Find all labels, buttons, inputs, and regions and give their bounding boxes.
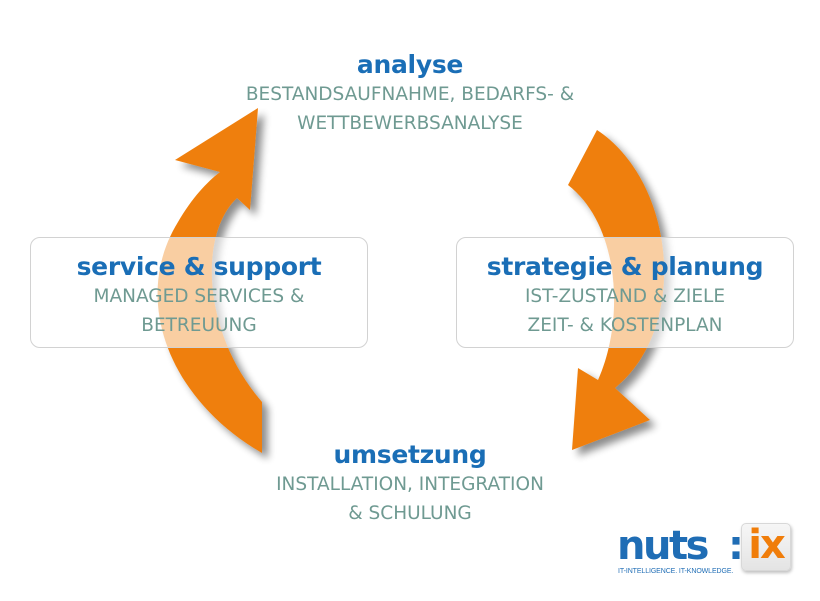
stage-description-line: IST-ZUSTAND & ZIELE: [524, 286, 726, 307]
stage-description-line: ZEIT- & KOSTENPLAN: [527, 315, 723, 336]
stage-description-line: INSTALLATION, INTEGRATION: [276, 474, 544, 495]
stage-description-line: & SCHULUNG: [348, 503, 472, 524]
logo-separator: :: [728, 523, 744, 569]
stage-strategie-planung: strategie & planung IST-ZUSTAND & ZIELE …: [456, 237, 794, 348]
stage-umsetzung: umsetzung INSTALLATION, INTEGRATION & SC…: [220, 440, 600, 528]
stage-analyse: analyse BESTANDSAUFNAHME, BEDARFS- & WET…: [160, 50, 660, 138]
logo-wordmark-ix: ix: [748, 522, 786, 568]
stage-title: analyse: [356, 50, 464, 79]
stage-title: strategie & planung: [486, 252, 764, 281]
stage-title: service & support: [76, 252, 322, 281]
nutsix-logo: nuts : ix IT-INTELLIGENCE. IT-KNOWLEDGE.: [612, 520, 792, 582]
stage-description-line: MANAGED SERVICES &: [93, 286, 305, 307]
logo-tagline: IT-INTELLIGENCE. IT-KNOWLEDGE.: [618, 568, 734, 575]
stage-service-support: service & support MANAGED SERVICES & BET…: [30, 237, 368, 348]
logo-ix-badge: ix: [741, 523, 791, 571]
stage-description-line: BESTANDSAUFNAHME, BEDARFS- &: [245, 84, 575, 105]
stage-description-line: WETTBEWERBSANALYSE: [297, 113, 523, 134]
stage-description-line: BETREUUNG: [141, 315, 257, 336]
stage-title: umsetzung: [333, 440, 487, 469]
logo-wordmark-nuts: nuts: [617, 523, 709, 569]
